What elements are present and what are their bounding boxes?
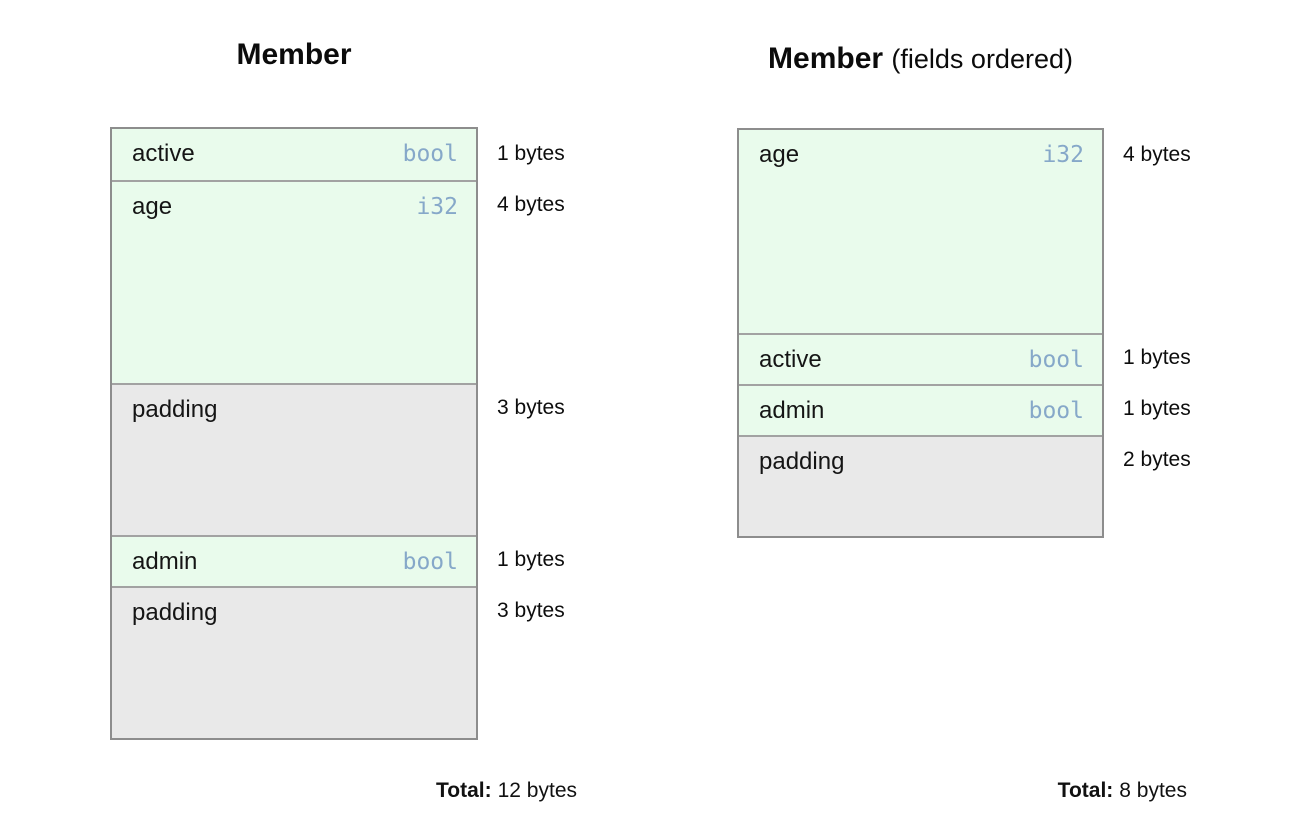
bytes-label: 4 bytes [1123, 143, 1191, 166]
struct-row-padding: padding [112, 383, 476, 535]
field-type: i32 [1042, 142, 1084, 168]
total-value: 12 bytes [497, 779, 577, 802]
struct-row-admin: admin bool [739, 384, 1102, 435]
byte-labels-column: 1 bytes 4 bytes 3 bytes 1 bytes 3 bytes [478, 127, 578, 738]
bytes-label: 1 bytes [1123, 397, 1191, 420]
bytes-label: 3 bytes [497, 396, 565, 419]
struct-row-active: active bool [739, 333, 1102, 384]
left-diagram-title: Member [110, 38, 478, 72]
struct-row-admin: admin bool [112, 535, 476, 586]
bytes-label: 2 bytes [1123, 448, 1191, 471]
padding-label: padding [132, 599, 218, 626]
struct-box-default: active bool age i32 padding admin bool p… [110, 127, 478, 740]
field-name: admin [759, 397, 825, 424]
right-struct-name: Member [768, 42, 884, 75]
struct-diagram-ordered: age i32 active bool admin bool padding 4… [737, 128, 1204, 538]
right-title-suffix: (fields ordered) [891, 44, 1073, 74]
byte-labels-column: 4 bytes 1 bytes 1 bytes 2 bytes [1104, 128, 1204, 536]
right-total: Total:8 bytes [737, 778, 1187, 804]
left-struct-name: Member [236, 38, 352, 71]
bytes-label: 1 bytes [1123, 346, 1191, 369]
struct-box-ordered: age i32 active bool admin bool padding [737, 128, 1104, 538]
struct-row-padding: padding [739, 435, 1102, 536]
field-type: bool [1028, 347, 1084, 373]
bytes-label: 1 bytes [497, 142, 565, 165]
struct-row-age: age i32 [112, 180, 476, 383]
field-type: bool [1028, 398, 1084, 424]
field-name: admin [132, 548, 198, 575]
field-type: bool [402, 141, 458, 167]
total-value: 8 bytes [1119, 779, 1187, 802]
bytes-label: 1 bytes [497, 548, 565, 571]
bytes-label: 3 bytes [497, 599, 565, 622]
padding-label: padding [132, 396, 218, 423]
struct-row-padding: padding [112, 586, 476, 738]
left-total: Total:12 bytes [110, 778, 577, 804]
field-name: active [132, 140, 195, 167]
field-name: active [759, 346, 822, 373]
field-type: bool [402, 549, 458, 575]
bytes-label: 4 bytes [497, 193, 565, 216]
right-diagram-title: Member (fields ordered) [737, 42, 1104, 76]
field-name: age [759, 141, 800, 168]
padding-label: padding [759, 448, 845, 475]
total-label: Total: [436, 779, 492, 802]
struct-row-age: age i32 [739, 130, 1102, 333]
field-name: age [132, 193, 173, 220]
struct-diagram-default: active bool age i32 padding admin bool p… [110, 127, 578, 740]
total-label: Total: [1057, 779, 1114, 802]
struct-row-active: active bool [112, 129, 476, 180]
field-type: i32 [416, 194, 458, 220]
